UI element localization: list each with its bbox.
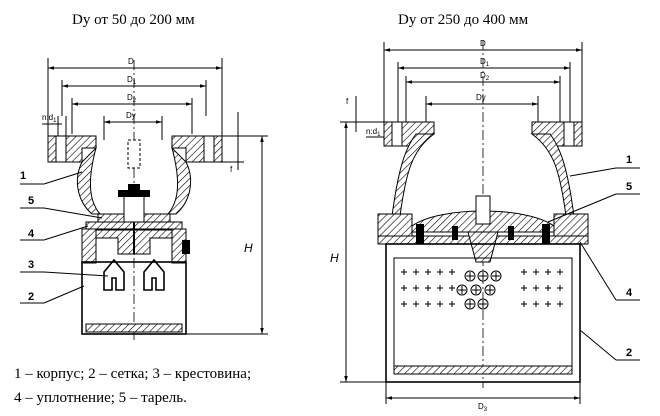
perforation-mark [437,269,443,275]
perforation-mark [557,269,563,275]
left-view-title: Dy от 50 до 200 мм [72,12,195,28]
right-callout-4: 4 [626,287,633,299]
dim-label-f-right: f [346,97,349,106]
perforation-mark [437,301,443,307]
perforation-cross [466,272,474,280]
perforation-mark [545,301,551,307]
right-screen [385,243,581,383]
perforation-mark [425,301,431,307]
perforation-cross [466,300,474,308]
dim-label-Dy-right: Dy [476,93,486,102]
perforation-mark [533,285,539,291]
dim-label-D1-right: D1 [480,57,490,68]
perforation-cross [458,286,466,294]
right-callout-5: 5 [626,181,632,193]
perforation-mark [401,301,407,307]
left-callout-3: 3 [28,259,34,271]
perforation-mark [557,301,563,307]
perforation-cross [472,286,480,294]
perforation-mark [533,301,539,307]
dim-label-D2: D2 [127,93,137,104]
left-view: Dy от 50 до 200 мм D D1 D2 Dy n:d1 [20,12,268,340]
dim-label-H-right: H [330,251,339,265]
dim-label-Dy: Dy [126,111,136,120]
perforation-mark [449,301,455,307]
perforation-mark [557,285,563,291]
dim-label-n-d1-right: n:d1 [366,127,381,138]
perforation-mark [413,269,419,275]
perforation-mark [401,285,407,291]
right-callout-1: 1 [626,154,632,166]
legend-line-1: 1 – корпус; 2 – сетка; 3 – крестовина; [14,366,251,382]
perforation-mark [413,301,419,307]
perforation-mark [521,301,527,307]
perforation-mark [449,269,455,275]
perforation-mark [437,285,443,291]
perforation-mark [425,285,431,291]
screen-perforations [401,269,563,310]
perforation-mark [401,269,407,275]
perforation-mark [521,285,527,291]
left-callout-5: 5 [28,195,34,207]
perforation-mark [533,269,539,275]
right-view-title: Dy от 250 до 400 мм [398,12,529,28]
perforation-mark [449,285,455,291]
perforation-cross [492,272,500,280]
left-screen [81,261,187,335]
dim-label-H-left: H [244,241,253,255]
left-callout-4: 4 [28,228,35,240]
perforation-mark [545,269,551,275]
perforation-mark [413,285,419,291]
left-callout-2: 2 [28,291,34,303]
left-callout-1: 1 [20,170,26,182]
perforation-cross [486,286,494,294]
dim-label-D1: D1 [127,75,137,86]
perforation-mark [425,269,431,275]
dim-label-D2-right: D2 [480,71,490,82]
dim-label-D3: D3 [478,402,488,413]
right-callout-2: 2 [626,347,632,359]
dim-label-f-left: f [230,165,233,174]
perforation-cross [479,272,487,280]
legend-line-2: 4 – уплотнение; 5 – тарель. [14,390,187,406]
perforation-mark [545,285,551,291]
dim-label-D: D [128,57,134,66]
dim-label-n-d1: n:d1 [42,113,57,124]
perforation-cross [479,300,487,308]
perforation-mark [521,269,527,275]
right-view: Dy от 250 до 400 мм D D1 D2 Dy n:d1 [330,12,640,413]
